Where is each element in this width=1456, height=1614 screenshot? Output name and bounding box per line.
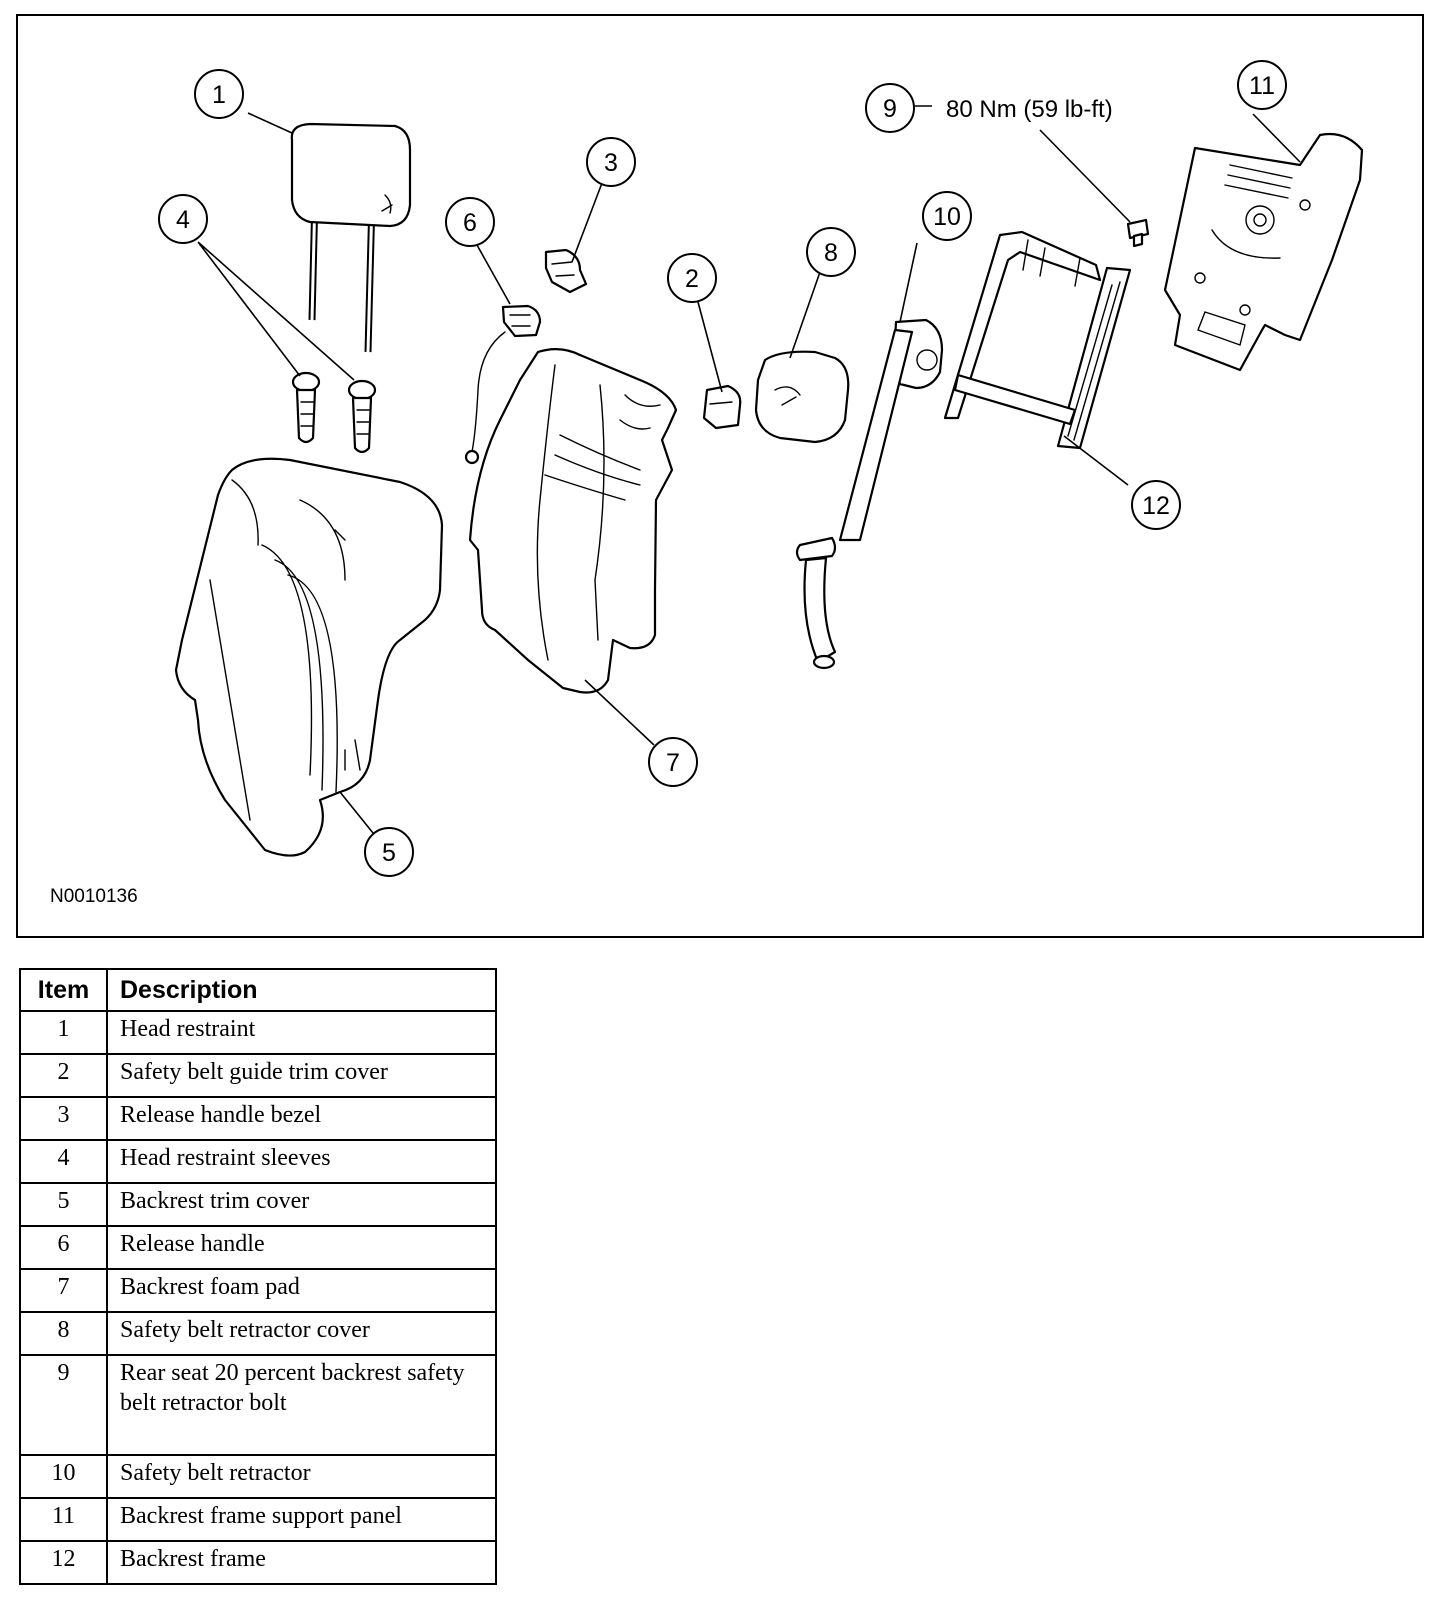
legend-item-description: Release handle (106, 1225, 497, 1270)
diagram-canvas: 1 2 3 4 5 6 7 8 9 10 11 12 80 Nm (59 lb-… (16, 14, 1424, 938)
callout-5: 5 (364, 827, 414, 877)
svg-text:3: 3 (604, 149, 618, 177)
retractor-bolt-part (1126, 218, 1150, 248)
legend-item-number: 1 (19, 1010, 108, 1055)
svg-text:8: 8 (824, 239, 838, 267)
legend-item-number: 5 (19, 1182, 108, 1227)
legend-item-number: 12 (19, 1540, 108, 1585)
callout-1: 1 (194, 69, 244, 119)
legend-item-number: 4 (19, 1139, 108, 1184)
svg-text:6: 6 (463, 209, 477, 237)
svg-text:4: 4 (176, 206, 190, 234)
callout-2: 2 (667, 253, 717, 303)
svg-text:12: 12 (1142, 492, 1170, 520)
legend-item-description: Head restraint sleeves (106, 1139, 497, 1184)
callout-11: 11 (1237, 60, 1287, 110)
legend-item-description: Backrest trim cover (106, 1182, 497, 1227)
callout-3: 3 (586, 137, 636, 187)
head-restraint-part (290, 122, 412, 353)
callout-8: 8 (806, 227, 856, 277)
release-handle-bezel-part (544, 248, 588, 294)
svg-text:2: 2 (685, 265, 699, 293)
backrest-frame-part (943, 230, 1132, 450)
svg-text:9: 9 (883, 95, 897, 123)
release-handle-part (464, 304, 542, 465)
legend-item-number: 7 (19, 1268, 108, 1313)
legend-item-description: Release handle bezel (106, 1096, 497, 1141)
safety-belt-retractor-cover-part (754, 350, 850, 444)
svg-text:1: 1 (212, 81, 226, 109)
legend-item-number: 8 (19, 1311, 108, 1356)
legend-item-description: Safety belt retractor cover (106, 1311, 497, 1356)
legend-item-description: Safety belt retractor (106, 1454, 497, 1499)
callout-9: 9 (865, 83, 915, 133)
safety-belt-retractor-part (795, 318, 944, 670)
exploded-view-diagram: 1 2 3 4 5 6 7 8 9 10 11 12 80 Nm (59 lb-… (16, 14, 1424, 938)
torque-spec-label: 80 Nm (59 lb-ft) (946, 96, 1113, 123)
callout-6: 6 (445, 197, 495, 247)
legend-item-description: Safety belt guide trim cover (106, 1053, 497, 1098)
leader-lines (197, 105, 1301, 834)
legend-header-row: Item Description (19, 968, 497, 1012)
callout-7: 7 (648, 737, 698, 787)
svg-text:7: 7 (666, 749, 680, 777)
legend-item-number: 10 (19, 1454, 108, 1499)
legend-item-number: 11 (19, 1497, 108, 1542)
legend-item-number: 2 (19, 1053, 108, 1098)
svg-text:10: 10 (933, 203, 961, 231)
legend-item-number: 9 (19, 1354, 108, 1456)
head-restraint-sleeves-part (291, 371, 377, 454)
backrest-frame-support-panel-part (1163, 132, 1364, 372)
callout-10: 10 (922, 191, 972, 241)
legend-item-description: Backrest frame (106, 1540, 497, 1585)
legend-header-description: Description (106, 968, 497, 1012)
callout-12: 12 (1131, 480, 1181, 530)
safety-belt-guide-trim-cover-part (702, 384, 742, 430)
backrest-trim-cover-part (174, 457, 444, 857)
svg-text:11: 11 (1249, 72, 1275, 100)
legend-item-number: 6 (19, 1225, 108, 1270)
legend-item-description: Head restraint (106, 1010, 497, 1055)
legend-item-description: Rear seat 20 percent backrest safety bel… (106, 1354, 497, 1456)
legend-item-number: 3 (19, 1096, 108, 1141)
legend-item-description: Backrest frame support panel (106, 1497, 497, 1542)
callout-4: 4 (158, 194, 208, 244)
svg-text:5: 5 (382, 839, 396, 867)
legend-header-item: Item (19, 968, 108, 1012)
legend-item-description: Backrest foam pad (106, 1268, 497, 1313)
figure-id-label: N0010136 (50, 886, 138, 907)
backrest-foam-pad-part (468, 348, 678, 694)
